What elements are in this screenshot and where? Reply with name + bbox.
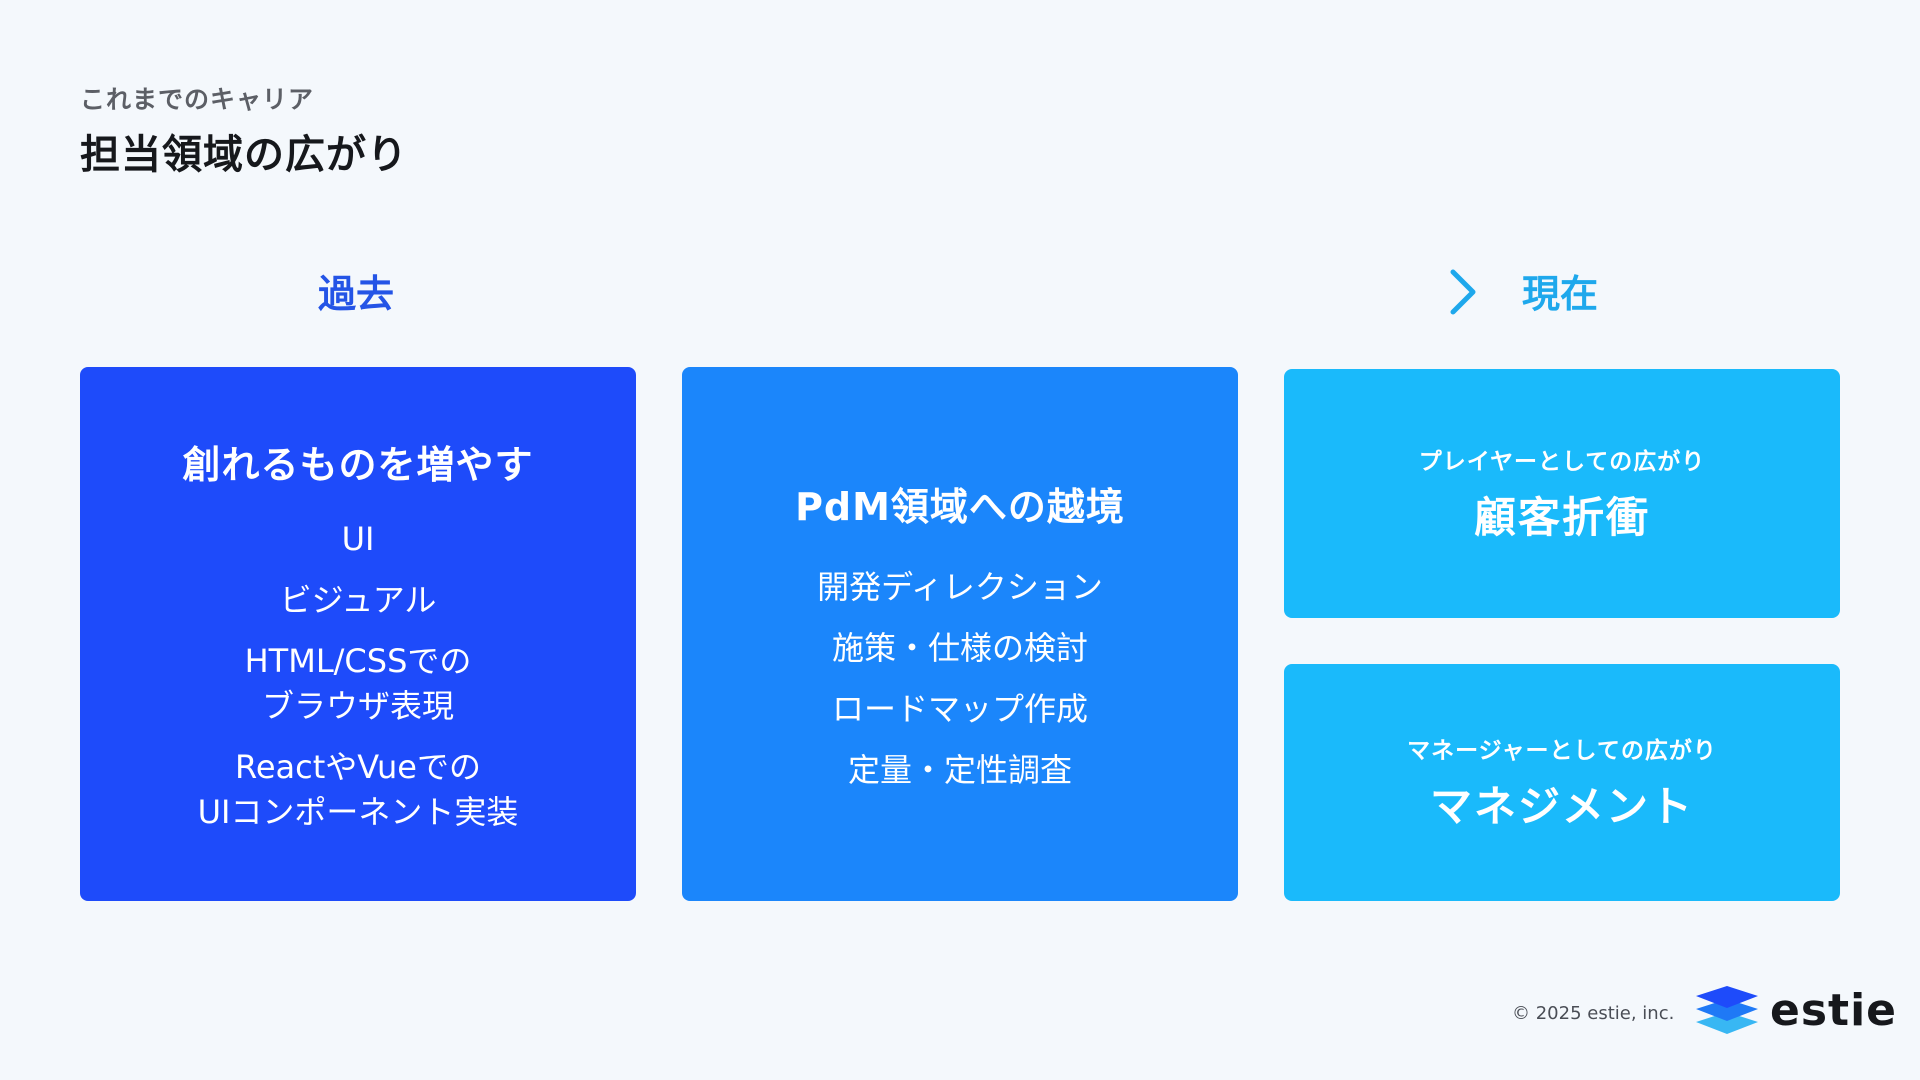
list-item: ビジュアル (279, 580, 437, 619)
list-item: UI (341, 519, 375, 558)
list-item: 施策・仕様の検討 (831, 628, 1088, 667)
timeline-arrow-icon (443, 269, 1476, 315)
card-small-heading: プレイヤーとしての広がり (1418, 449, 1706, 475)
card-heading: PdM領域への越境 (795, 484, 1125, 529)
section-subtitle: これまでのキャリア (80, 85, 315, 114)
card-pdm-crossover: PdM領域への越境 開発ディレクション 施策・仕様の検討 ロードマップ作成 定量… (682, 367, 1238, 901)
card-player-growth: プレイヤーとしての広がり 顧客折衝 (1284, 369, 1840, 618)
copyright-text: © 2025 estie, inc. (1512, 1003, 1675, 1024)
timeline-past-label: 過去 (318, 272, 395, 316)
list-item: ロードマップ作成 (831, 689, 1088, 728)
list-item: ReactやVueでの UIコンポーネント実装 (197, 747, 519, 831)
card-heading: 創れるものを増やす (182, 442, 534, 487)
card-big-heading: マネジメント (1429, 782, 1694, 831)
logo-wordmark: estie (1770, 984, 1897, 1036)
card-create-more: 創れるものを増やす UI ビジュアル HTML/CSSでの ブラウザ表現 Rea… (80, 367, 636, 901)
skill-list: UI ビジュアル HTML/CSSでの ブラウザ表現 ReactやVueでの U… (198, 517, 519, 835)
card-manager-growth: マネージャーとしての広がり マネジメント (1284, 664, 1840, 901)
stacked-layers-logo-icon (1696, 986, 1758, 1034)
card-big-heading: 顧客折衝 (1473, 493, 1650, 542)
list-item: 開発ディレクション (817, 567, 1103, 606)
timeline-now-label: 現在 (1522, 272, 1599, 316)
card-small-heading: マネージャーとしての広がり (1407, 738, 1717, 764)
estie-logo: estie (1694, 982, 1897, 1038)
page-title: 担当領域の広がり (80, 132, 408, 178)
list-item: 定量・定性調査 (847, 750, 1072, 789)
list-item: HTML/CSSでの ブラウザ表現 (244, 641, 472, 725)
task-list: 開発ディレクション 施策・仕様の検討 ロードマップ作成 定量・定性調査 (817, 565, 1103, 793)
